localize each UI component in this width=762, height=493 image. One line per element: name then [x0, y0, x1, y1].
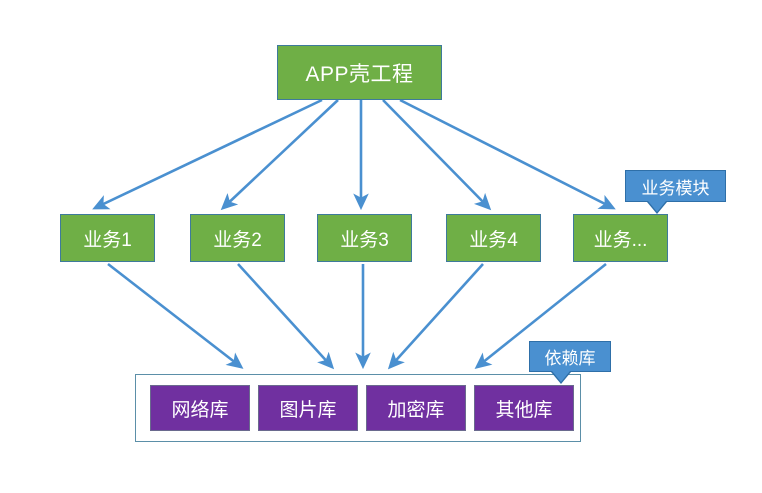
node-business-4[interactable]: 业务4 — [446, 214, 541, 262]
node-business-3[interactable]: 业务3 — [317, 214, 412, 262]
node-app-shell-label: APP壳工程 — [305, 62, 414, 86]
node-library-image-label: 图片库 — [279, 399, 337, 421]
callout-tail-icon — [552, 371, 570, 382]
node-business-4-label: 业务4 — [469, 229, 518, 251]
node-library-other[interactable]: 其他库 — [474, 385, 574, 431]
edge-biz2-to-libs — [237, 263, 335, 370]
edge-root-to-biz1 — [92, 98, 323, 210]
callout-business-modules-label: 业务模块 — [641, 178, 710, 198]
callout-business-modules: 业务模块 — [625, 170, 726, 214]
node-library-encryption[interactable]: 加密库 — [366, 385, 466, 431]
callout-dependency-library: 依赖库 — [529, 341, 611, 384]
callout-dependency-library-label: 依赖库 — [544, 349, 596, 368]
node-business-3-label: 业务3 — [340, 229, 389, 251]
edge-root-to-biz5 — [399, 98, 616, 210]
edge-root-to-biz4 — [382, 99, 492, 211]
node-business-more[interactable]: 业务... — [573, 214, 668, 262]
node-library-network[interactable]: 网络库 — [150, 385, 250, 431]
edge-root-to-biz2 — [220, 99, 339, 211]
node-business-2[interactable]: 业务2 — [190, 214, 285, 262]
node-business-1-label: 业务1 — [83, 229, 132, 251]
node-library-network-label: 网络库 — [171, 399, 229, 421]
node-app-shell[interactable]: APP壳工程 — [277, 45, 442, 100]
node-business-more-label: 业务... — [593, 229, 648, 251]
edge-biz1-to-libs — [107, 262, 244, 369]
node-library-encryption-label: 加密库 — [387, 399, 445, 421]
node-library-other-label: 其他库 — [495, 399, 553, 421]
node-library-image[interactable]: 图片库 — [258, 385, 358, 431]
dependency-library-container: 网络库 图片库 加密库 其他库 — [135, 374, 581, 442]
node-business-1[interactable]: 业务1 — [60, 214, 155, 262]
callout-tail-icon — [648, 201, 666, 212]
edge-biz4-to-libs — [387, 263, 484, 370]
node-business-2-label: 业务2 — [213, 229, 262, 251]
